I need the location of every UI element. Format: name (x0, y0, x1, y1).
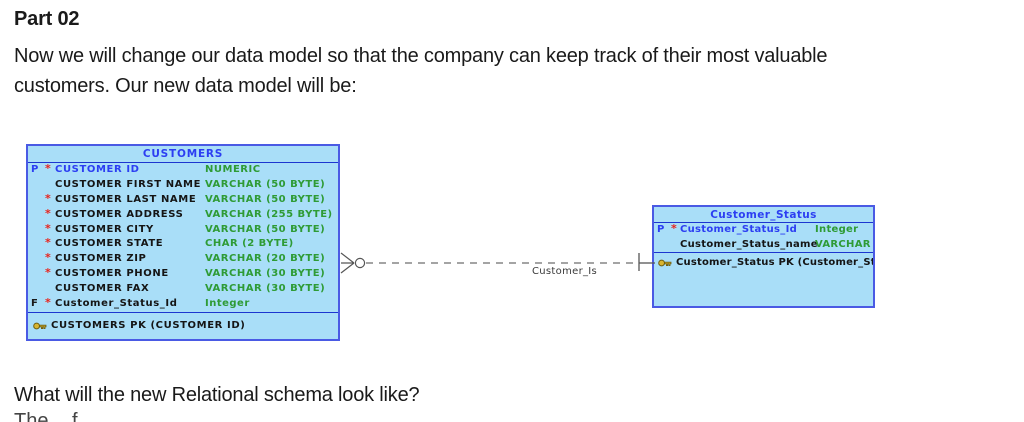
column-type: Integer (205, 298, 250, 310)
column-row: CUSTOMER FAX VARCHAR (30 BYTE) (28, 282, 338, 297)
column-name: Customer_Status_name (680, 238, 818, 250)
entity-customer-status: Customer_Status P * Customer_Status_Id I… (652, 205, 875, 308)
key-icon (33, 322, 47, 330)
entity-customers-columns: P * CUSTOMER ID NUMERIC CUSTOMER FIRST N… (28, 162, 338, 312)
entity-customer-status-columns: P * Customer_Status_Id Integer Customer_… (654, 222, 873, 253)
column-type: VARCHAR (50 BYTE) (205, 223, 326, 235)
column-row: * CUSTOMER STATE CHAR (2 BYTE) (28, 236, 338, 252)
clipped-text-fragment: The f (14, 410, 78, 422)
column-name: CUSTOMER FAX (55, 283, 150, 295)
column-type: CHAR (2 BYTE) (205, 238, 294, 250)
column-row: CUSTOMER FIRST NAME VARCHAR (50 BYTE) (28, 178, 338, 193)
column-row: * CUSTOMER ADDRESS VARCHAR (255 BYTE) (28, 206, 338, 223)
column-row: * CUSTOMER CITY VARCHAR (50 BYTE) (28, 221, 338, 238)
column-type: VARCHAR (20 BYTE) (205, 253, 326, 265)
required-marker: * (45, 251, 51, 265)
required-marker: * (45, 221, 51, 235)
required-marker: * (45, 236, 51, 250)
column-type: VARCHAR (30 BYTE) (205, 268, 326, 280)
intro-line-1: Now we will change our data model so tha… (14, 45, 828, 67)
entity-customers-title: CUSTOMERS (28, 146, 338, 163)
column-type: Integer (815, 224, 859, 235)
column-row: * CUSTOMER LAST NAME VARCHAR (50 BYTE) (28, 191, 338, 208)
required-marker: * (45, 162, 51, 175)
column-row: * CUSTOMER ZIP VARCHAR (20 BYTE) (28, 251, 338, 267)
entity-customer-status-title: Customer_Status (654, 207, 873, 223)
column-type: VARCHAR (255 BYTE) (205, 208, 333, 220)
relationship-connector (340, 252, 655, 274)
required-marker: * (45, 266, 51, 280)
column-name: Customer_Status_Id (680, 224, 798, 235)
column-name: CUSTOMER FIRST NAME (55, 178, 201, 190)
key-icon (658, 259, 672, 267)
column-row: P * Customer_Status_Id Integer (654, 222, 873, 238)
entity-customer-status-pk-footer: Customer_Status PK (Customer_Status_Id) (654, 252, 873, 303)
pk-flag: P (31, 164, 39, 175)
column-name: CUSTOMER PHONE (55, 268, 169, 280)
required-marker: * (45, 191, 51, 205)
column-name: CUSTOMER LAST NAME (55, 193, 197, 205)
required-marker: * (45, 296, 51, 310)
crow-foot-zero-or-many-icon (340, 252, 366, 274)
pk-constraint-label: CUSTOMERS PK (CUSTOMER ID) (51, 319, 246, 331)
pk-flag: P (657, 224, 665, 235)
question-text: What will the new Relational schema look… (14, 384, 420, 406)
column-row: Customer_Status_name VARCHAR (654, 238, 873, 253)
column-row: P * CUSTOMER ID NUMERIC (28, 162, 338, 178)
required-marker: * (45, 206, 51, 220)
column-type: VARCHAR (50 BYTE) (205, 193, 326, 205)
column-name: CUSTOMER ID (55, 164, 140, 175)
intro-line-2: customers. Our new data model will be: (14, 75, 357, 97)
column-type: VARCHAR (50 BYTE) (205, 178, 326, 190)
column-name: CUSTOMER ADDRESS (55, 208, 184, 220)
relationship-label: Customer_Is (532, 266, 598, 277)
required-marker: * (671, 222, 677, 235)
column-row: * CUSTOMER PHONE VARCHAR (30 BYTE) (28, 266, 338, 282)
one-tick-icon (638, 253, 655, 271)
column-name: Customer_Status_Id (55, 298, 178, 310)
column-name: CUSTOMER ZIP (55, 253, 147, 265)
entity-customers-pk-footer: CUSTOMERS PK (CUSTOMER ID) (28, 311, 338, 339)
column-type: NUMERIC (205, 164, 261, 175)
column-name: CUSTOMER CITY (55, 223, 154, 235)
column-row: F * Customer_Status_Id Integer (28, 296, 338, 312)
intro-paragraph: Now we will change our data model so tha… (14, 41, 828, 101)
page-title: Part 02 (14, 8, 80, 30)
fk-flag: F (31, 298, 38, 310)
pk-constraint-label: Customer_Status PK (Customer_Status_Id) (676, 257, 873, 268)
entity-customers: CUSTOMERS P * CUSTOMER ID NUMERIC CUSTOM… (26, 144, 340, 341)
column-name: CUSTOMER STATE (55, 238, 164, 250)
column-type: VARCHAR (815, 238, 871, 250)
column-type: VARCHAR (30 BYTE) (205, 283, 326, 295)
